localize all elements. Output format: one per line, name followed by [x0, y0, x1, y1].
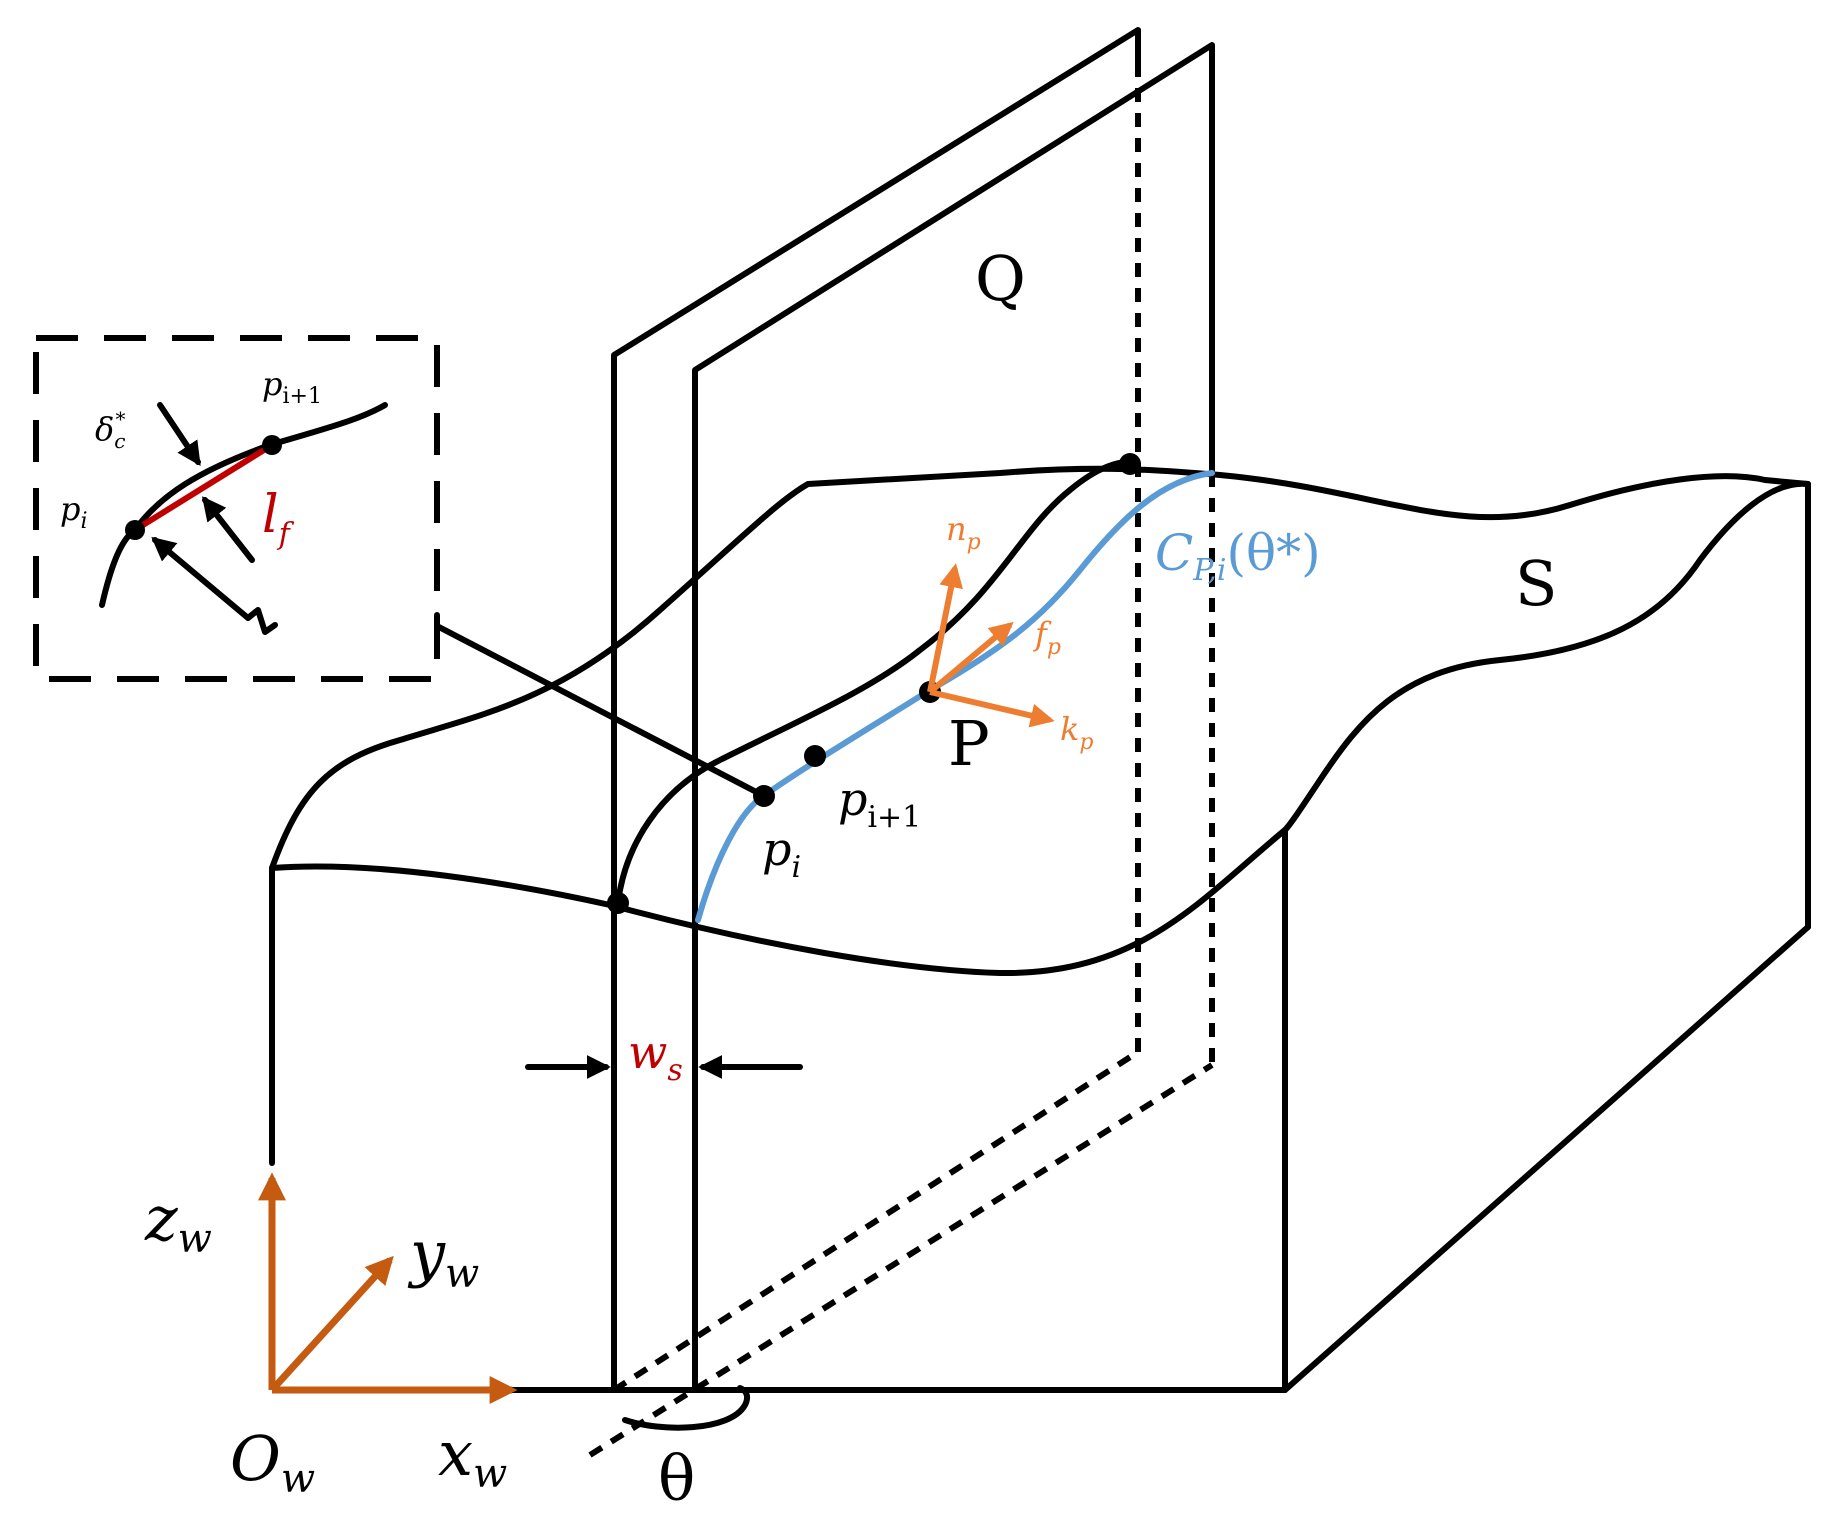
inset-delta-arrow: [157, 402, 201, 466]
inset-label-pi1: pi+1: [262, 365, 322, 409]
label-xw: xw: [438, 1417, 507, 1497]
plane-q-back-outline: [692, 42, 1215, 1393]
label-curve: CP,i(θ*): [1155, 524, 1321, 588]
label-ws: ws: [628, 1025, 683, 1088]
point-pi1: [804, 745, 826, 767]
inset-label-delta: δc*: [95, 407, 125, 453]
point-front-intersection: [607, 892, 629, 914]
block-bottom-back-edge: [1282, 924, 1811, 1393]
label-zw: zw: [144, 1182, 212, 1262]
label-q: Q: [975, 242, 1026, 315]
labels: Q S P θ CP,i(θ*) pi pi+1 ws np fp kp pi …: [60, 242, 1557, 1515]
inset-dashed-box: [33, 335, 440, 682]
point-back-intersection: [1119, 453, 1141, 475]
inset-point-pi1: [262, 435, 282, 455]
black-intersection-curve: [615, 459, 1131, 906]
world-frame: [258, 1172, 518, 1404]
block-front-top-edge: [269, 827, 1288, 977]
label-pi1: pi+1: [838, 772, 921, 835]
label-ow: Ow: [230, 1422, 315, 1502]
label-np: np: [946, 510, 981, 555]
label-fp: fp: [1033, 615, 1061, 660]
inset-label-lf: lf: [262, 485, 295, 552]
inset-detail: [33, 335, 440, 682]
local-frame-p: [927, 563, 1055, 728]
workpiece-block: [269, 465, 1811, 1393]
plane-q-hidden-diagonal-2: [588, 1062, 1214, 1458]
theta-arc: [622, 1385, 751, 1431]
inset-leader-line: [434, 612, 767, 799]
kp-arrow: [929, 689, 1055, 728]
surface-right-edge: [1282, 480, 1811, 833]
plane-q-hidden-diagonal-1: [612, 1049, 1140, 1393]
point-pi: [753, 785, 775, 807]
label-kp: kp: [1060, 710, 1093, 755]
np-arrow: [927, 563, 963, 693]
inset-lf-segment: [133, 442, 274, 533]
plane-q-front-outline: [611, 27, 1141, 906]
inset-point-pi: [125, 520, 145, 540]
surface-back-edge: [269, 465, 1811, 871]
label-point-p: P: [948, 707, 990, 780]
label-s: S: [1515, 547, 1557, 620]
label-pi: pi: [762, 822, 801, 885]
inset-normal-arrow: [151, 536, 251, 621]
label-theta: θ: [658, 1442, 695, 1515]
inset-curve: [99, 402, 388, 608]
yw-axis-arrow: [269, 1255, 394, 1393]
label-yw: yw: [407, 1217, 479, 1297]
inset-label-pi: pi: [60, 490, 88, 534]
fp-arrow: [928, 621, 1014, 695]
inset-lf-arrow: [202, 496, 255, 563]
inset-break-mark: [245, 607, 278, 635]
plane-q: [588, 27, 1215, 1458]
